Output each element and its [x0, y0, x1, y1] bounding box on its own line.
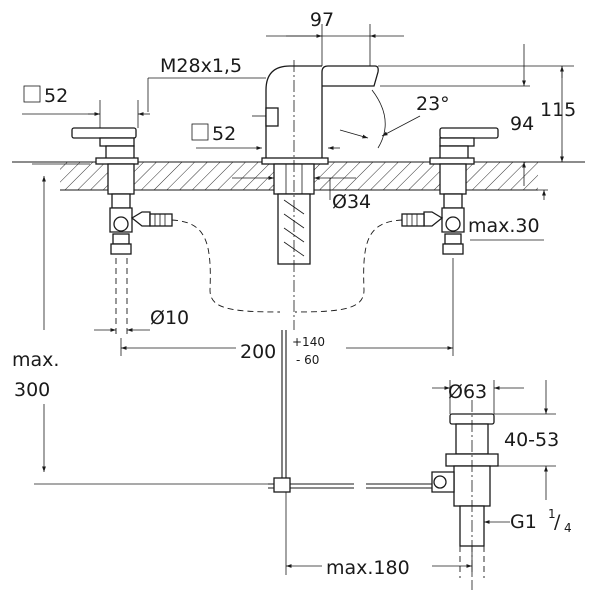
dim-thread-g1-slash: / [554, 511, 561, 533]
right-handle-valve [401, 127, 499, 255]
dim-max-30: max.30 [468, 215, 540, 237]
pull-rod [268, 330, 432, 493]
dim-max-180: max.180 [326, 557, 410, 579]
dim-diameter-34: Ø34 [332, 191, 371, 213]
square-symbol-left [23, 85, 41, 103]
dim-diameter-63: Ø63 [448, 381, 487, 403]
dim-range-40-53: 40-53 [504, 429, 559, 451]
dim-thread-g1-den: 4 [564, 521, 572, 535]
dim-height-115: 115 [540, 99, 576, 121]
dim-square-52-left: 52 [44, 85, 68, 107]
dim-max-300: 300 [14, 379, 50, 401]
dim-max-label: max. [12, 349, 59, 371]
dim-tolerance-plus: +140 [292, 335, 325, 349]
dimension-lines [22, 24, 574, 575]
dim-square-52-center: 52 [212, 123, 236, 145]
dim-thread-g1: G1 [510, 511, 537, 533]
square-symbol-center [191, 123, 209, 141]
dim-thread-g1-num: 1 [548, 507, 556, 521]
center-spout [252, 60, 379, 330]
popup-waste [431, 400, 499, 590]
left-handle-valve [71, 127, 173, 338]
hoses [171, 219, 403, 313]
dim-tolerance-minus: - 60 [296, 353, 319, 367]
dim-diameter-10: Ø10 [150, 307, 189, 329]
dim-width-97: 97 [310, 9, 334, 31]
dim-height-94: 94 [510, 113, 534, 135]
dim-angle-23: 23° [416, 93, 450, 115]
dim-spacing-200: 200 [240, 341, 276, 363]
dim-thread-m28: M28x1,5 [160, 55, 242, 77]
